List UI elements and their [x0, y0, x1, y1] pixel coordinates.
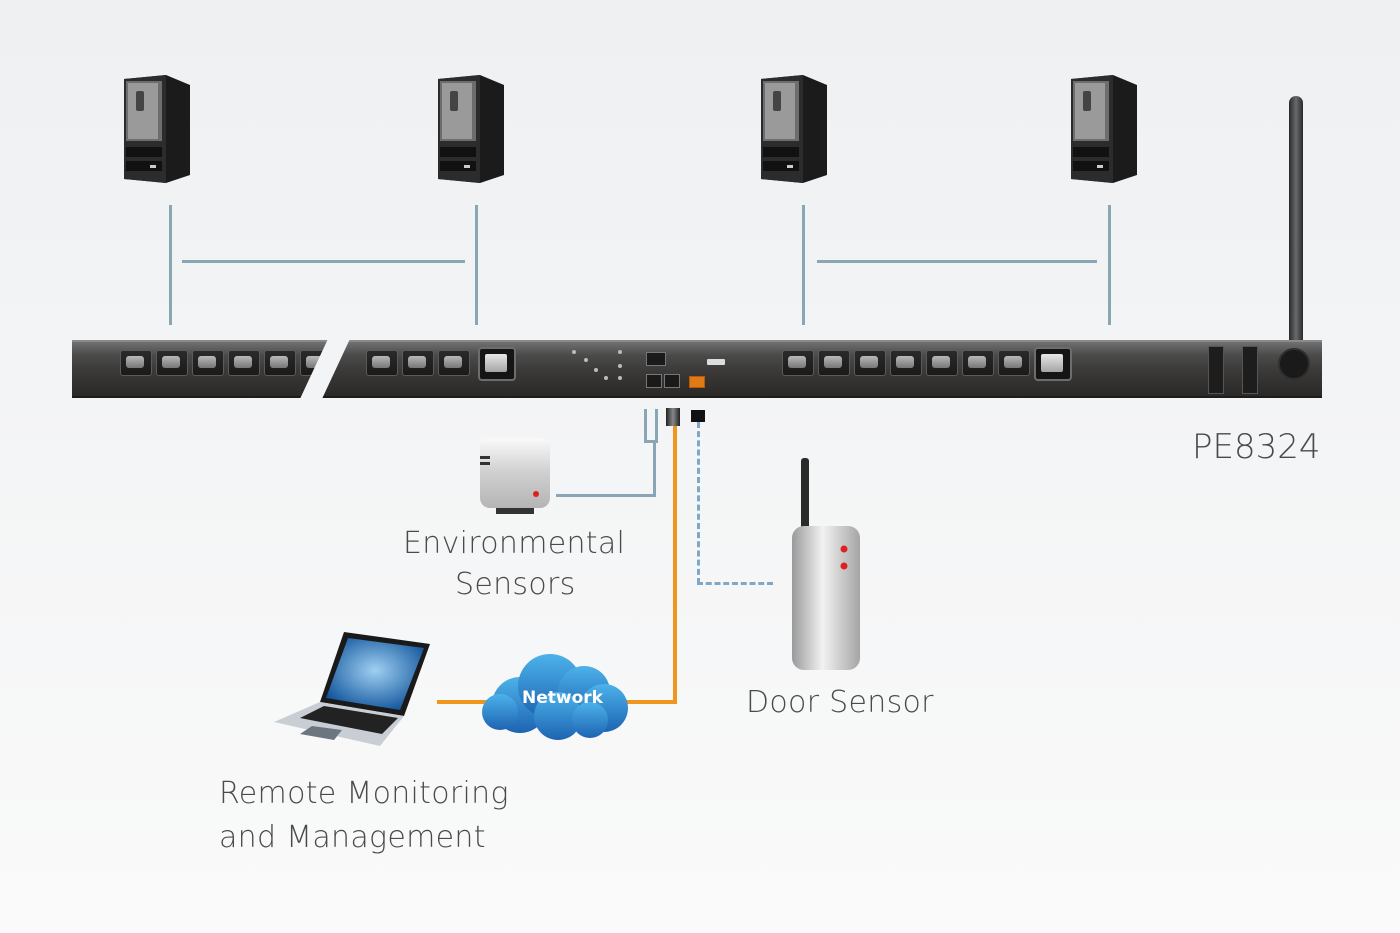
door-sensor-link: [697, 582, 773, 585]
rj45-port: [664, 374, 680, 388]
outlet: [854, 350, 886, 376]
environmental-sensors-label: Sensors: [455, 567, 576, 602]
cloud-icon: [482, 654, 628, 740]
antenna-base: [1278, 348, 1310, 380]
server-2-power-link: [475, 205, 478, 325]
sensor-port: [689, 376, 705, 388]
sensor-plug: [644, 409, 658, 443]
outlet: [264, 350, 296, 376]
outlet: [962, 350, 994, 376]
server-3-power-link: [802, 205, 805, 325]
outlet: [366, 350, 398, 376]
outlet: [120, 350, 152, 376]
status-led: [572, 350, 576, 354]
door-sensor-label: Door Sensor: [746, 685, 934, 720]
status-led: [584, 358, 588, 362]
antenna-icon: [1289, 96, 1303, 374]
network-label: Network: [522, 688, 603, 708]
laptop-icon: [274, 632, 430, 746]
breaker-switch: [1242, 346, 1258, 394]
rj45-port: [646, 374, 662, 388]
network-link: [673, 426, 677, 704]
outlet: [156, 350, 188, 376]
remote-monitoring-label: and Management: [219, 820, 486, 855]
status-led: [604, 376, 608, 380]
outlet: [890, 350, 922, 376]
server-4-power-link: [1108, 205, 1111, 325]
outlet: [998, 350, 1030, 376]
door-sensor-link: [697, 422, 700, 584]
breaker-switch: [1208, 346, 1224, 394]
brand-logo: [707, 359, 725, 365]
outlet: [438, 350, 470, 376]
server-tower-icon: [761, 75, 827, 183]
outlet: [818, 350, 850, 376]
network-link: [437, 700, 487, 704]
outlet: [782, 350, 814, 376]
outlet: [228, 350, 260, 376]
environmental-sensor-icon: [480, 438, 550, 514]
env-sensor-link: [556, 494, 656, 497]
server-group-1-link: [182, 260, 465, 263]
status-led: [618, 376, 622, 380]
model-label: PE8324: [1192, 427, 1321, 467]
outlet: [402, 350, 434, 376]
server-group-2-link: [817, 260, 1097, 263]
outlet: [926, 350, 958, 376]
status-led: [618, 364, 622, 368]
server-tower-icon: [1071, 75, 1137, 183]
display-port: [646, 352, 666, 366]
server-tower-icon: [438, 75, 504, 183]
status-led: [594, 368, 598, 372]
outlet-c19: [1034, 347, 1072, 381]
remote-monitoring-label: Remote Monitoring: [219, 776, 509, 811]
outlet: [192, 350, 224, 376]
status-led: [618, 350, 622, 354]
server-tower-icon: [124, 75, 190, 183]
network-plug: [666, 408, 680, 426]
environmental-sensors-label: Environmental: [403, 526, 626, 561]
pdu-device: [72, 340, 1322, 398]
outlet-c19: [478, 347, 516, 381]
env-sensor-link: [653, 443, 656, 496]
server-1-power-link: [169, 205, 172, 325]
door-sensor-icon: [792, 458, 860, 670]
network-link: [625, 700, 677, 704]
door-plug: [691, 410, 705, 422]
